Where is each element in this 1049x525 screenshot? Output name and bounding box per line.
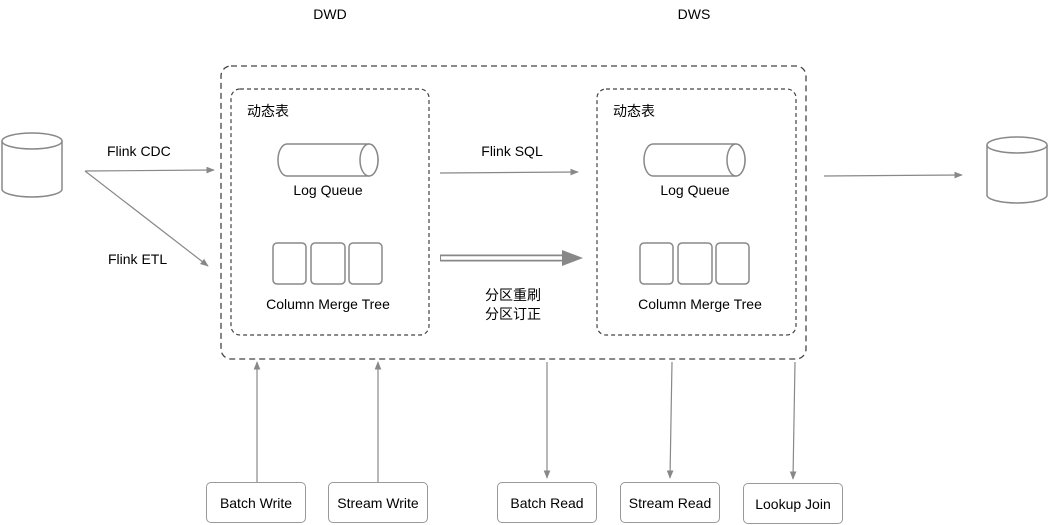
- right-log-queue-label: Log Queue: [660, 182, 730, 198]
- partition-refresh-arrow: [440, 250, 583, 266]
- sink-database-icon: [986, 136, 1048, 204]
- right-merge-tree-blocks: [639, 242, 750, 285]
- batch-write-button[interactable]: Batch Write: [206, 482, 306, 523]
- storage-block-icon: [272, 242, 307, 285]
- left-dynamic-table-title: 动态表: [247, 103, 289, 119]
- left-merge-tree-blocks: [272, 242, 383, 285]
- left-log-queue-cylinder-icon: [277, 143, 379, 177]
- dws-header: DWS: [677, 6, 711, 22]
- right-dynamic-table-title: 动态表: [613, 103, 655, 119]
- lookup-join-arrow: [789, 361, 797, 480]
- batch-read-button[interactable]: Batch Read: [497, 482, 597, 523]
- storage-block-icon: [348, 242, 383, 285]
- dwd-header: DWD: [313, 6, 347, 22]
- left-column-merge-tree-label: Column Merge Tree: [266, 296, 390, 312]
- storage-block-icon: [715, 242, 750, 285]
- flink-cdc-arrow: [84, 166, 215, 174]
- stream-write-button[interactable]: Stream Write: [328, 482, 428, 523]
- flink-etl-label: Flink ETL: [108, 251, 168, 267]
- stream-read-button[interactable]: Stream Read: [620, 482, 720, 523]
- sink-arrow: [823, 171, 963, 179]
- source-database-icon: [1, 132, 63, 198]
- left-log-queue-label: Log Queue: [293, 182, 363, 198]
- flink-etl-arrow: [84, 170, 209, 267]
- flink-sql-arrow: [439, 168, 579, 176]
- right-dynamic-table-box: [596, 88, 797, 336]
- storage-block-icon: [677, 242, 713, 285]
- right-column-merge-tree-label: Column Merge Tree: [638, 296, 762, 312]
- stream-read-arrow: [666, 361, 674, 479]
- storage-block-icon: [310, 242, 346, 285]
- storage-block-icon: [639, 242, 674, 285]
- partition-correct-label: 分区订正: [485, 306, 541, 322]
- partition-refresh-label: 分区重刷: [485, 287, 541, 303]
- right-log-queue-cylinder-icon: [643, 143, 746, 177]
- lookup-join-button[interactable]: Lookup Join: [743, 483, 843, 524]
- flink-cdc-label: Flink CDC: [107, 143, 171, 159]
- outer-container: [220, 65, 807, 360]
- flink-sql-label: Flink SQL: [481, 143, 543, 159]
- left-dynamic-table-box: [230, 88, 430, 336]
